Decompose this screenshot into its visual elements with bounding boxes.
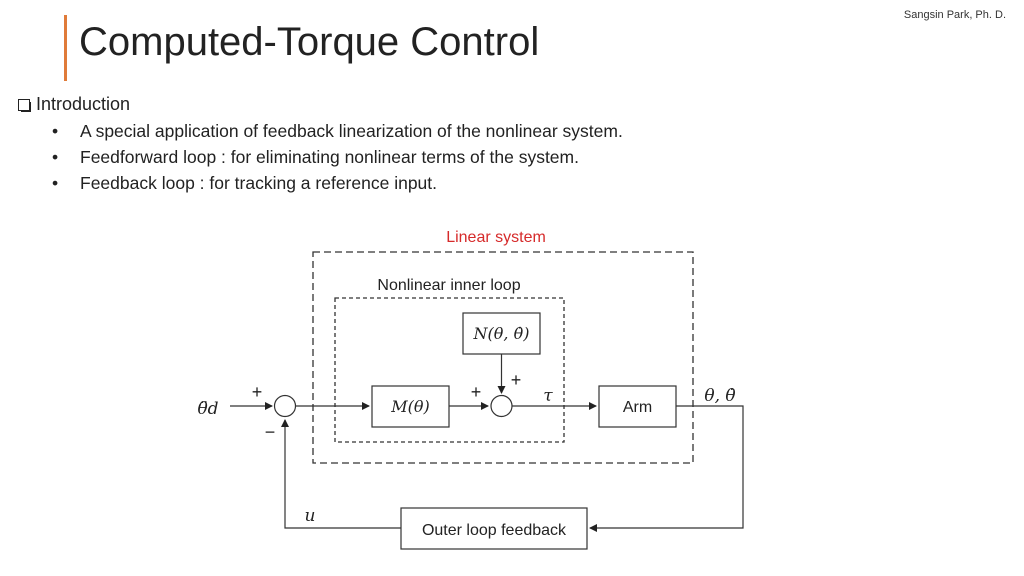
sum2-plus-left-sign: + xyxy=(471,382,482,402)
outer-loop-feedback-block xyxy=(400,507,588,550)
n-theta-block xyxy=(462,312,541,355)
sum2-plus-top-sign: + xyxy=(511,370,522,390)
m-theta-label: M(θ) xyxy=(390,397,430,416)
slide-title: Computed-Torque Control xyxy=(79,20,540,64)
summing-junction-outer xyxy=(273,394,297,418)
bullet-dot-icon: • xyxy=(52,147,59,167)
inner-loop-boundary xyxy=(334,297,565,443)
u-signal-label: u xyxy=(305,506,316,526)
tau-signal-label: τ xyxy=(543,386,553,406)
sum1-plus-sign: + xyxy=(252,382,263,402)
summing-junction-inner xyxy=(490,394,513,418)
author-name: Sangsin Park, Ph. D. xyxy=(903,9,1006,21)
arm-label: Arm xyxy=(623,399,652,416)
bullet-dot-icon: • xyxy=(52,173,59,193)
checkbox-bullet-icon xyxy=(18,98,31,112)
section-title: Introduction xyxy=(36,94,131,114)
u-feedback-path xyxy=(281,419,401,529)
output-signal-label: θ, θ̇ xyxy=(704,386,735,406)
inner-loop-label: Nonlinear inner loop xyxy=(377,277,520,294)
title-accent-bar xyxy=(64,15,67,81)
bullet-list: •A special application of feedback linea… xyxy=(52,118,623,196)
linear-system-label: Linear system xyxy=(446,229,546,246)
linear-system-boundary xyxy=(312,251,694,464)
output-feedback-path xyxy=(589,405,744,532)
bullet-item: •Feedforward loop : for eliminating nonl… xyxy=(52,144,623,170)
bullet-item: •A special application of feedback linea… xyxy=(52,118,623,144)
section-heading: Introduction xyxy=(18,94,130,115)
bullet-dot-icon: • xyxy=(52,121,59,141)
n-theta-label: N(θ, θ̇) xyxy=(473,324,530,343)
outer-loop-feedback-label: Outer loop feedback xyxy=(422,522,567,539)
input-signal-label: θ̈d xyxy=(197,399,218,419)
sum1-minus-sign: − xyxy=(265,422,276,442)
bullet-item: •Feedback loop : for tracking a referenc… xyxy=(52,170,623,196)
